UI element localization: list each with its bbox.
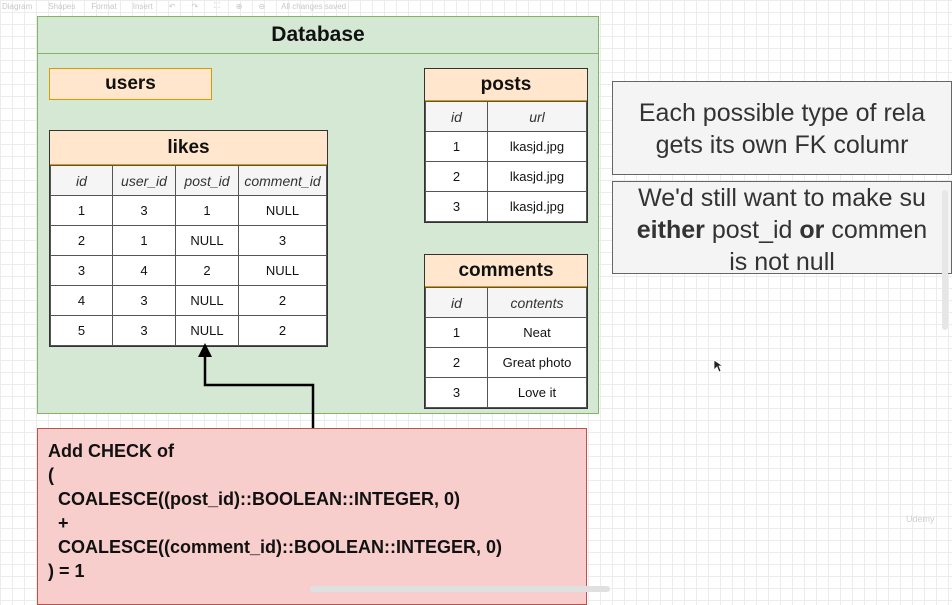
note-bold-either: either (636, 216, 705, 244)
table-cell: 4 (112, 255, 176, 286)
menu-diagram[interactable]: Diagram (2, 1, 33, 11)
check-line: COALESCE((post_id)::BOOLEAN::INTEGER, 0) (48, 489, 460, 509)
table-cell: 1 (112, 225, 176, 256)
check-line: + (48, 513, 69, 533)
table-row: 2 Great photo (425, 347, 587, 378)
note-not-null-line-3: is not null (729, 248, 835, 274)
database-title: Database (38, 17, 598, 54)
comments-header-row: id contents (425, 287, 587, 318)
table-cell: 3 (238, 225, 327, 256)
table-row: 3 lkasjd.jpg (425, 191, 587, 222)
check-line: COALESCE((comment_id)::BOOLEAN::INTEGER,… (48, 537, 503, 557)
posts-table-title: posts (425, 69, 587, 101)
menu-insert[interactable]: Insert (132, 1, 153, 11)
note-bold-or: or (799, 216, 825, 244)
zoom-out-icon[interactable]: ⊖ (258, 1, 266, 11)
redo-icon[interactable]: ↷ (191, 1, 199, 11)
likes-table-title: likes (50, 131, 327, 165)
table-cell: 1 (425, 317, 488, 348)
table-cell: lkasjd.jpg (487, 131, 587, 162)
table-cell: Love it (487, 377, 587, 408)
table-cell: 1 (175, 195, 239, 226)
table-cell: 3 (425, 191, 488, 222)
posts-col-url: url (487, 101, 587, 132)
note-not-null-line-1: We'd still want to make su (638, 184, 926, 212)
note-fk-line-2: gets its own FK columr (655, 131, 909, 159)
table-cell: NULL (175, 285, 239, 316)
likes-table[interactable]: likes id user_id post_id comment_id 1 3 … (49, 130, 328, 347)
note-not-null-line-2: either post_id or commen (613, 214, 951, 246)
check-line: ( (48, 465, 54, 485)
table-cell: 3 (112, 195, 176, 226)
save-status: All changes saved (281, 1, 347, 11)
table-row: 3 4 2 NULL (50, 255, 327, 286)
note-text-comment: commen (824, 216, 928, 244)
table-row: 3 Love it (425, 377, 587, 408)
table-cell: 2 (425, 347, 488, 378)
table-cell: 3 (50, 255, 113, 286)
menu-format[interactable]: Format (91, 1, 117, 11)
check-line: ) = 1 (48, 561, 85, 581)
table-cell: 2 (238, 285, 327, 316)
check-line: Add CHECK of (48, 441, 174, 461)
zoom-in-icon[interactable]: ⊕ (235, 1, 243, 11)
comments-col-contents: contents (487, 287, 587, 318)
udemy-watermark: Udemy (906, 514, 935, 524)
table-cell: 3 (425, 377, 488, 408)
likes-col-id: id (50, 165, 113, 196)
table-row: 1 lkasjd.jpg (425, 131, 587, 162)
table-cell: 2 (425, 161, 488, 192)
table-cell: lkasjd.jpg (487, 161, 587, 192)
table-cell: NULL (175, 225, 239, 256)
undo-icon[interactable]: ↶ (168, 1, 176, 11)
table-cell: 3 (112, 315, 176, 346)
note-text-post-id: post_id (704, 216, 800, 244)
table-cell: 4 (50, 285, 113, 316)
table-row: 5 3 NULL 2 (50, 315, 327, 346)
posts-table[interactable]: posts id url 1 lkasjd.jpg 2 lkasjd.jpg 3… (424, 68, 588, 223)
table-cell: 3 (112, 285, 176, 316)
table-row: 2 lkasjd.jpg (425, 161, 587, 192)
table-row: 4 3 NULL 2 (50, 285, 327, 316)
table-cell: NULL (238, 195, 327, 226)
app-toolbar: Diagram Shapes Format Insert ↶ ↷ ⛶ ⊕ ⊖ A… (0, 0, 952, 12)
table-cell: 2 (50, 225, 113, 256)
horizontal-scrollbar[interactable] (310, 586, 610, 592)
note-not-null[interactable]: We'd still want to make su either post_i… (612, 181, 952, 274)
table-cell: NULL (238, 255, 327, 286)
note-fk-line-1: Each possible type of rela (638, 99, 926, 127)
mouse-cursor-icon (713, 359, 723, 373)
page-tabs-bar (0, 576, 952, 586)
vertical-scrollbar[interactable] (942, 190, 948, 330)
table-row: 1 Neat (425, 317, 587, 348)
comments-table-grid: id contents 1 Neat 2 Great photo 3 Love … (425, 287, 587, 408)
table-cell: 2 (175, 255, 239, 286)
table-cell: Great photo (487, 347, 587, 378)
likes-col-post-id: post_id (175, 165, 239, 196)
table-cell: lkasjd.jpg (487, 191, 587, 222)
note-fk-columns[interactable]: Each possible type of rela gets its own … (612, 81, 952, 175)
likes-col-user-id: user_id (112, 165, 176, 196)
comments-col-id: id (425, 287, 488, 318)
likes-col-comment-id: comment_id (238, 165, 327, 196)
posts-table-grid: id url 1 lkasjd.jpg 2 lkasjd.jpg 3 lkasj… (425, 101, 587, 222)
table-cell: 2 (238, 315, 327, 346)
likes-table-grid: id user_id post_id comment_id 1 3 1 NULL… (50, 165, 327, 346)
table-cell: 1 (425, 131, 488, 162)
posts-col-id: id (425, 101, 488, 132)
table-cell: 5 (50, 315, 113, 346)
comments-table-title: comments (425, 255, 587, 287)
check-constraint-note[interactable]: Add CHECK of ( COALESCE((post_id)::BOOLE… (37, 428, 587, 605)
posts-header-row: id url (425, 101, 587, 132)
table-cell: Neat (487, 317, 587, 348)
table-cell: NULL (175, 315, 239, 346)
users-table-header[interactable]: users (49, 68, 212, 100)
comments-table[interactable]: comments id contents 1 Neat 2 Great phot… (424, 254, 588, 409)
menu-shapes[interactable]: Shapes (48, 1, 76, 11)
likes-header-row: id user_id post_id comment_id (50, 165, 327, 196)
table-row: 2 1 NULL 3 (50, 225, 327, 256)
fullscreen-icon[interactable]: ⛶ (214, 1, 220, 10)
table-row: 1 3 1 NULL (50, 195, 327, 226)
table-cell: 1 (50, 195, 113, 226)
